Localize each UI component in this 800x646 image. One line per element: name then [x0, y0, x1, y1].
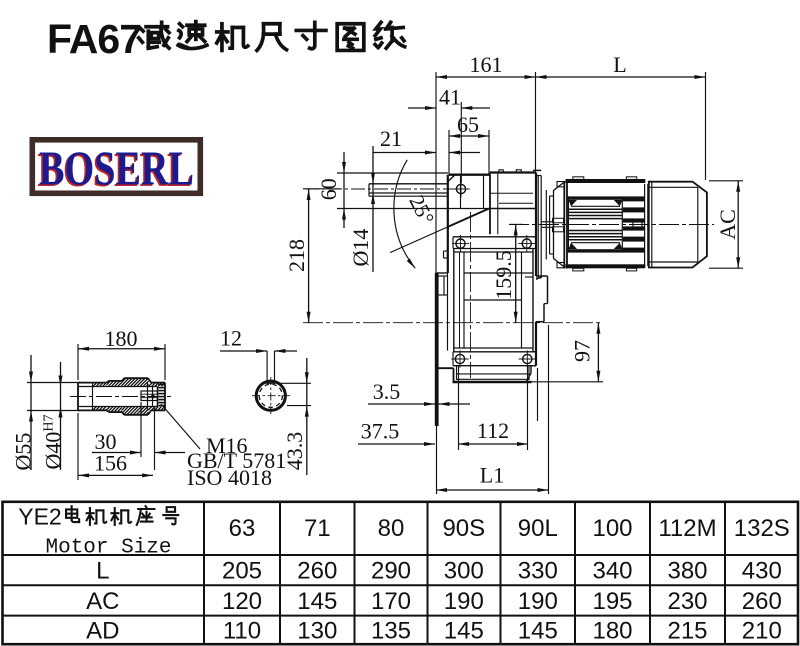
svg-text:90L: 90L	[518, 515, 558, 542]
svg-text:80: 80	[378, 515, 405, 542]
svg-text:L: L	[96, 558, 109, 585]
svg-text:YE2: YE2	[18, 504, 61, 530]
svg-text:37.5: 37.5	[361, 419, 400, 444]
svg-text:M16: M16	[206, 433, 248, 458]
svg-text:380: 380	[667, 558, 707, 585]
svg-text:156: 156	[94, 451, 127, 476]
svg-text:190: 190	[444, 588, 484, 615]
svg-text:145: 145	[297, 588, 337, 615]
svg-text:112: 112	[477, 418, 509, 443]
svg-text:340: 340	[592, 558, 632, 585]
svg-text:215: 215	[667, 617, 707, 644]
svg-text:145: 145	[444, 617, 484, 644]
svg-text:90S: 90S	[442, 515, 485, 542]
svg-text:97: 97	[570, 340, 595, 362]
svg-text:BOSERL: BOSERL	[39, 141, 194, 196]
svg-text:BOSERL: BOSERL	[37, 142, 192, 197]
svg-text:110: 110	[223, 617, 261, 644]
svg-text:ISO 4018: ISO 4018	[187, 465, 272, 490]
svg-text:65: 65	[457, 112, 479, 137]
svg-text:100: 100	[592, 515, 632, 542]
svg-text:12: 12	[220, 326, 242, 351]
svg-text:290: 290	[371, 558, 411, 585]
svg-text:230: 230	[667, 588, 707, 615]
svg-text:FA67: FA67	[47, 16, 141, 62]
svg-text:L: L	[613, 52, 626, 77]
svg-text:145: 145	[518, 617, 558, 644]
svg-text:330: 330	[518, 558, 558, 585]
svg-text:3.5: 3.5	[373, 379, 401, 404]
svg-text:260: 260	[742, 588, 782, 615]
svg-text:43.3: 43.3	[282, 432, 307, 471]
svg-text:AC: AC	[86, 588, 119, 615]
svg-text:205: 205	[222, 558, 262, 585]
svg-text:AD: AD	[86, 617, 119, 644]
svg-text:112M: 112M	[658, 515, 716, 542]
svg-text:21: 21	[380, 126, 402, 151]
svg-text:41: 41	[439, 85, 461, 110]
svg-text:130: 130	[297, 617, 337, 644]
svg-text:218: 218	[284, 239, 309, 272]
svg-text:120: 120	[222, 588, 262, 615]
svg-text:195: 195	[592, 588, 632, 615]
svg-text:161: 161	[470, 52, 503, 77]
svg-text:159.5: 159.5	[491, 250, 516, 300]
svg-text:Ø14: Ø14	[348, 229, 373, 267]
svg-text:180: 180	[592, 617, 632, 644]
svg-text:430: 430	[742, 558, 782, 585]
svg-text:210: 210	[742, 617, 782, 644]
svg-text:71: 71	[304, 515, 331, 542]
svg-text:300: 300	[444, 558, 484, 585]
svg-text:GB/T 5781: GB/T 5781	[187, 448, 286, 473]
svg-text:Motor Size: Motor Size	[45, 537, 171, 560]
svg-text:63: 63	[229, 515, 256, 542]
svg-text:260: 260	[297, 558, 337, 585]
svg-text:180: 180	[105, 326, 138, 351]
svg-text:AC: AC	[715, 209, 740, 240]
svg-text:30: 30	[95, 429, 117, 454]
svg-text:170: 170	[371, 588, 411, 615]
svg-text:L1: L1	[480, 463, 504, 488]
svg-text:132S: 132S	[734, 515, 790, 542]
svg-text:190: 190	[518, 588, 558, 615]
svg-text:135: 135	[371, 617, 411, 644]
svg-text:Ø55: Ø55	[11, 433, 36, 471]
